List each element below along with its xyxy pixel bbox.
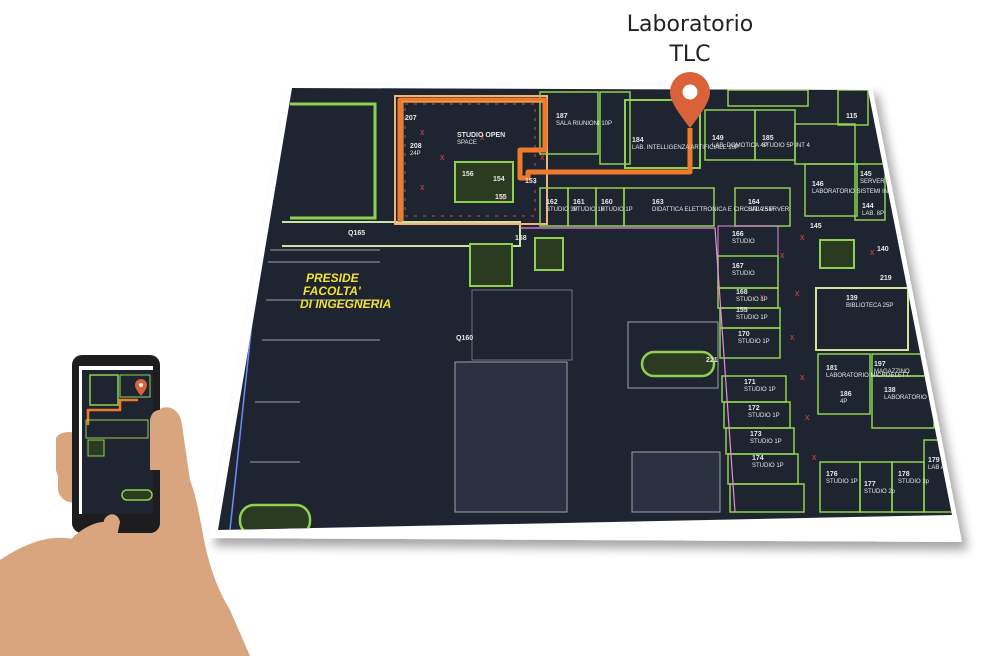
svg-text:x: x bbox=[870, 247, 875, 257]
preside-label-line3: DI INGEGNERIA bbox=[300, 297, 391, 311]
destination-label: Laboratorio TLC bbox=[600, 10, 780, 70]
svg-text:x: x bbox=[420, 127, 425, 137]
svg-text:x: x bbox=[780, 250, 785, 260]
phone-screen-map bbox=[82, 370, 153, 514]
svg-text:x: x bbox=[790, 332, 795, 342]
room-label: 155 bbox=[495, 194, 507, 201]
smartphone[interactable] bbox=[72, 355, 160, 533]
svg-text:x: x bbox=[812, 452, 817, 462]
room-label: 221 bbox=[706, 357, 718, 364]
preside-label-line2: FACOLTA' bbox=[303, 284, 362, 298]
svg-text:x: x bbox=[800, 232, 805, 242]
svg-text:x: x bbox=[440, 152, 445, 162]
room-label: 115 bbox=[846, 113, 857, 120]
preside-label-line1: PRESIDE bbox=[306, 271, 360, 285]
room-label: 153 bbox=[525, 178, 537, 185]
svg-text:x: x bbox=[760, 292, 765, 302]
room-label: Q160 bbox=[456, 335, 473, 342]
fingers bbox=[0, 409, 176, 656]
route-path bbox=[397, 97, 693, 222]
svg-text:x: x bbox=[540, 152, 545, 162]
room-label: 219 bbox=[880, 275, 892, 282]
destination-pin-icon[interactable] bbox=[670, 72, 710, 128]
room-label: Q165 bbox=[348, 230, 365, 237]
svg-text:x: x bbox=[795, 288, 800, 298]
room-label: 158 bbox=[515, 235, 527, 242]
room-label: 140 bbox=[877, 246, 889, 253]
room-label: 154 bbox=[493, 176, 505, 183]
destination-label-line1: Laboratorio bbox=[626, 12, 754, 37]
svg-text:x: x bbox=[805, 412, 810, 422]
room-label: 156 bbox=[462, 171, 474, 178]
svg-text:x: x bbox=[800, 372, 805, 382]
preside-label: PRESIDE FACOLTA' DI INGEGNERIA bbox=[300, 271, 391, 311]
svg-text:x: x bbox=[420, 182, 425, 192]
svg-text:x: x bbox=[480, 132, 485, 142]
room-label: 207 bbox=[405, 115, 417, 122]
svg-text:x: x bbox=[500, 192, 505, 202]
room-label: 145 bbox=[810, 223, 822, 230]
destination-label-line2: TLC bbox=[669, 42, 711, 67]
